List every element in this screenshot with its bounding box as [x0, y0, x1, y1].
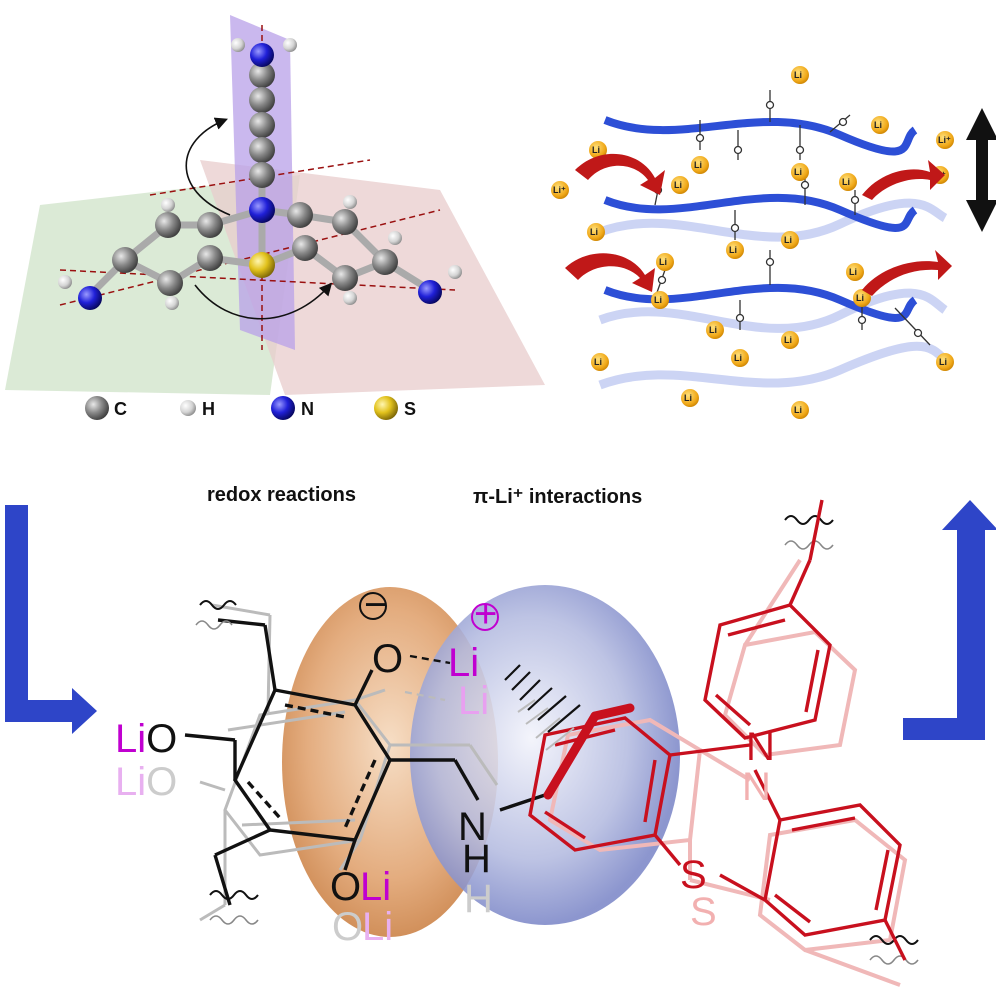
o-top-label: O — [372, 637, 403, 681]
legend-carbon-label: C — [114, 399, 127, 419]
minus-sign: − — [364, 583, 387, 627]
svg-text:Li: Li — [784, 235, 792, 245]
svg-text:Li: Li — [874, 120, 882, 130]
svg-text:Li: Li — [594, 357, 602, 367]
s-ring-label: S — [680, 853, 707, 897]
pi-li-blue-sphere — [410, 585, 680, 925]
svg-text:Li: Li — [939, 357, 947, 367]
svg-text:Li: Li — [784, 335, 792, 345]
svg-text:Li: Li — [592, 145, 600, 155]
redox-reactions-label: redox reactions — [207, 484, 356, 506]
hydrogen-ball-icon — [180, 400, 196, 416]
svg-text:Li: Li — [654, 295, 662, 305]
positive-charge-circle — [471, 603, 499, 631]
h-amine-label: H — [462, 837, 491, 881]
legend-hydrogen-label: H — [202, 399, 215, 419]
n-ring-faded-label: N — [742, 765, 771, 809]
carbon-ball-icon — [85, 396, 109, 420]
double-headed-arrow — [966, 108, 996, 232]
li-top-label: Li — [448, 641, 479, 685]
atom-legend: C H N S — [85, 396, 416, 420]
legend-nitrogen-label: N — [301, 399, 314, 419]
pi-li-interactions-label: π-Li⁺ interactions — [473, 486, 643, 508]
svg-text:Li: Li — [794, 167, 802, 177]
lithium-ion-balls: Li Li Li Li Li Li⁺ Li Li Li⁺ Li⁺ Li Li L… — [551, 66, 954, 419]
right-blue-arrow — [903, 500, 996, 740]
polymer-chain-panel: Li Li Li Li Li Li⁺ Li Li Li⁺ Li⁺ Li Li L… — [551, 66, 996, 419]
li-bottom-faded-label: Li — [362, 905, 393, 949]
li-top-faded-label: Li — [458, 679, 489, 723]
sulfur-ball-icon — [374, 396, 398, 420]
svg-text:Li⁺: Li⁺ — [553, 185, 566, 195]
svg-text:Li: Li — [849, 267, 857, 277]
svg-text:Li: Li — [684, 393, 692, 403]
structure-labels: − + O Li Li LiO LiO O Li O Li N H H N N … — [115, 583, 775, 949]
svg-text:Li: Li — [709, 325, 717, 335]
n-amine-label: N — [458, 805, 487, 849]
n-ring-label: N — [746, 725, 775, 769]
svg-text:Li: Li — [856, 293, 864, 303]
svg-text:Li: Li — [734, 353, 742, 363]
h-amine-faded-label: H — [464, 877, 493, 921]
svg-text:Li: Li — [729, 245, 737, 255]
polymer-chain-1 — [603, 116, 918, 156]
svg-text:Li: Li — [842, 177, 850, 187]
s-ring-faded-label: S — [690, 890, 717, 934]
svg-text:Li: Li — [794, 70, 802, 80]
nitrogen-ball-icon — [271, 396, 295, 420]
svg-text:Li: Li — [659, 257, 667, 267]
molecule-3d-panel — [5, 15, 545, 395]
legend-sulfur-label: S — [404, 399, 416, 419]
chemical-structure-panel — [5, 499, 996, 987]
polymer-chain-2 — [603, 193, 918, 232]
li-migration-arrows — [565, 153, 952, 296]
o-bottom-faded-label: O — [332, 905, 363, 949]
li-bottom-label: Li — [360, 865, 391, 909]
left-blue-arrow — [5, 505, 97, 734]
negative-charge-circle — [359, 592, 387, 620]
svg-text:Li: Li — [794, 405, 802, 415]
lio-label-main: LiO — [115, 717, 177, 761]
svg-text:Li⁺: Li⁺ — [938, 135, 951, 145]
svg-text:Li: Li — [694, 160, 702, 170]
svg-text:Li: Li — [674, 180, 682, 190]
lio-label-faded: LiO — [115, 760, 177, 804]
o-bottom-label: O — [330, 865, 361, 909]
svg-text:Li: Li — [590, 227, 598, 237]
plus-sign: + — [474, 592, 497, 636]
